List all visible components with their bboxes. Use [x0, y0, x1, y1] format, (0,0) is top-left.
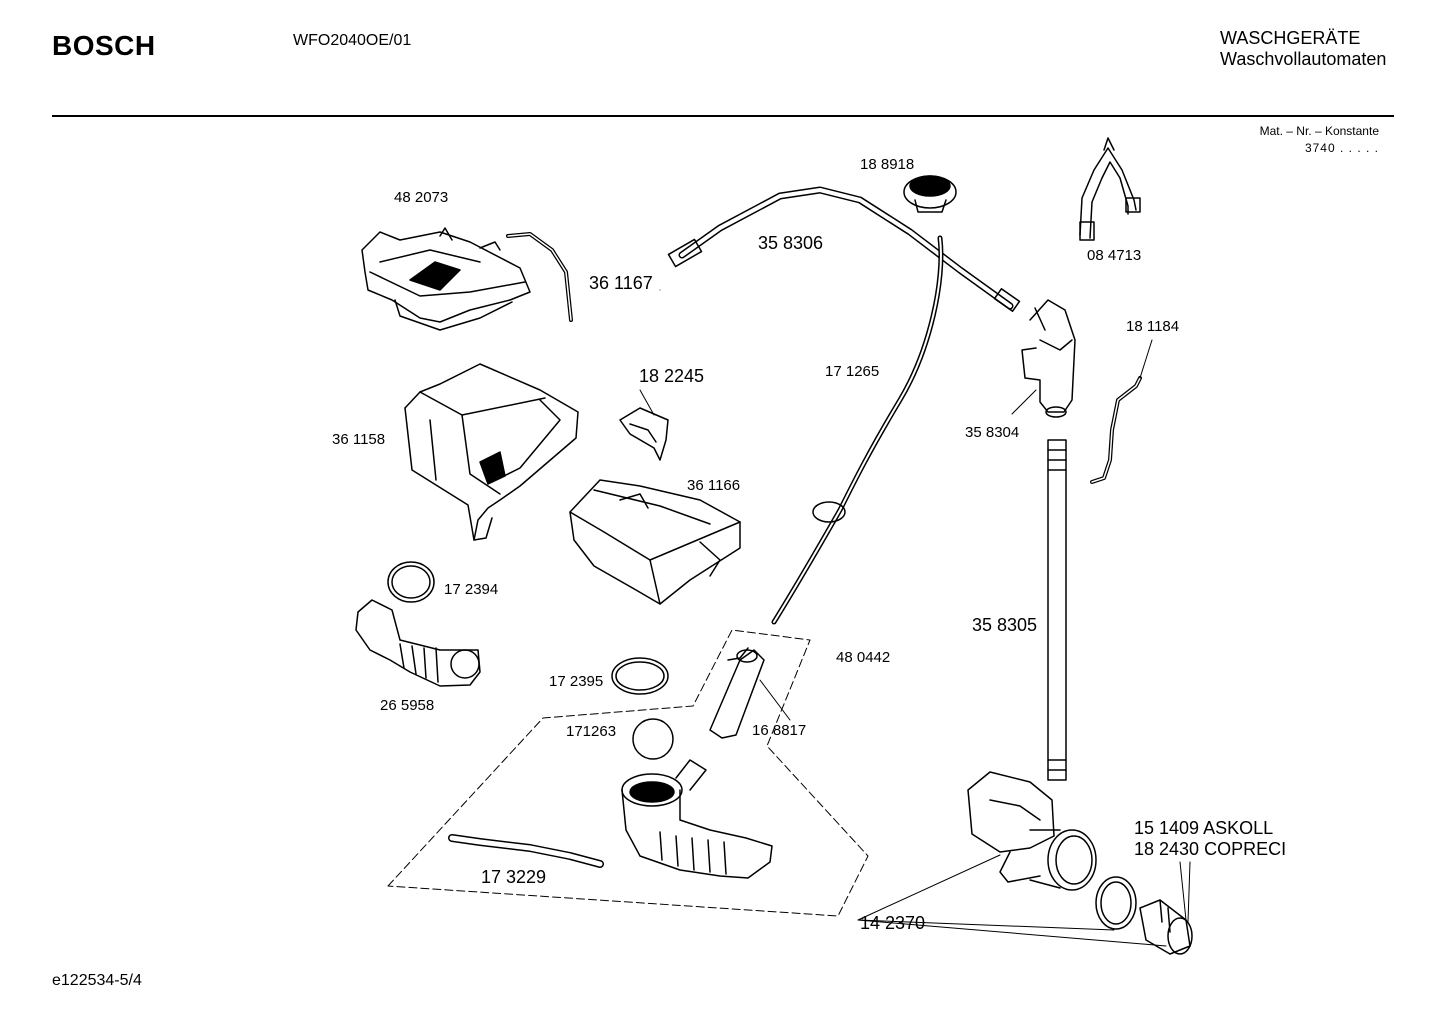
category-title: WASCHGERÄTE	[1220, 28, 1361, 48]
part-label-172395: 17 2395	[549, 673, 604, 690]
part-drawing-265958	[355, 599, 481, 687]
part-drawing-171265	[771, 235, 944, 625]
part-label-171265: 17 1265	[825, 363, 880, 380]
category-subtitle: Waschvollautomaten	[1220, 49, 1387, 69]
part-drawing-172394	[387, 561, 435, 603]
part-label-361166: 36 1166	[687, 477, 741, 494]
assembly-outline	[387, 629, 869, 917]
part-drawing-168817	[709, 647, 765, 739]
part-label-171263: 171263	[566, 723, 617, 740]
model-number: WFO2040OE/01	[293, 32, 412, 49]
document-id: e122534-5/4	[52, 972, 142, 989]
part-drawing-sump-hose	[621, 759, 773, 879]
part-drawing-482073	[361, 227, 531, 331]
part-drawing-084713	[1079, 137, 1141, 241]
part-drawing-142370-ring-inner	[1100, 881, 1132, 925]
part-drawing-171263	[632, 718, 674, 760]
part-label-361167: 36 1167	[589, 273, 653, 293]
brand-logo: BOSCH	[52, 30, 156, 61]
part-drawing-358306	[667, 186, 1021, 312]
part-drawing-182245	[619, 407, 669, 461]
part-drawing-142370-ring	[1095, 876, 1137, 930]
part-label-173229: 17 3229	[481, 867, 547, 887]
part-drawing-188918	[903, 175, 957, 213]
part-drawing-361167	[506, 232, 573, 322]
part-label-142370: 14 2370	[860, 913, 926, 933]
part-label-168817: 16 8817	[752, 722, 807, 739]
part-label-265958: 26 5958	[380, 697, 435, 714]
part-drawing-172395	[611, 657, 669, 695]
part-label-358304: 35 8304	[965, 424, 1020, 441]
part-label-482073: 48 2073	[394, 189, 449, 206]
part-drawing-361166	[569, 479, 741, 605]
part-label-361158: 36 1158	[332, 431, 386, 448]
leader-lines	[639, 289, 1191, 947]
part-drawing-361158	[404, 363, 579, 541]
part-drawing-358304	[1021, 299, 1076, 418]
part-label-188918: 18 8918	[860, 156, 915, 173]
part-label-181184: 18 1184	[1126, 318, 1180, 335]
part-label-480442: 48 0442	[836, 649, 891, 666]
part-drawing-pump	[967, 771, 1097, 891]
part-drawing-173229	[448, 834, 604, 868]
part-drawing-181184	[1090, 376, 1142, 484]
part-drawing-172395-inner	[615, 661, 665, 691]
part-label-182430: 18 2430 COPRECI	[1134, 839, 1287, 859]
part-label-358306: 35 8306	[758, 233, 824, 253]
header-divider	[52, 115, 1394, 117]
part-label-172394: 17 2394	[444, 581, 499, 598]
material-constant-label: Mat. – Nr. – Konstante	[1259, 124, 1379, 138]
part-drawing-172394-inner	[391, 565, 431, 599]
material-constant-value: 3740 . . . . .	[1304, 141, 1379, 155]
part-label-084713: 08 4713	[1087, 247, 1142, 264]
part-label-358305: 35 8305	[972, 615, 1038, 635]
part-drawing-358305	[1047, 439, 1067, 781]
part-drawing-142370-filter	[1139, 899, 1193, 955]
part-label-182245: 18 2245	[639, 366, 705, 386]
part-label-151409: 15 1409 ASKOLL	[1134, 818, 1274, 838]
